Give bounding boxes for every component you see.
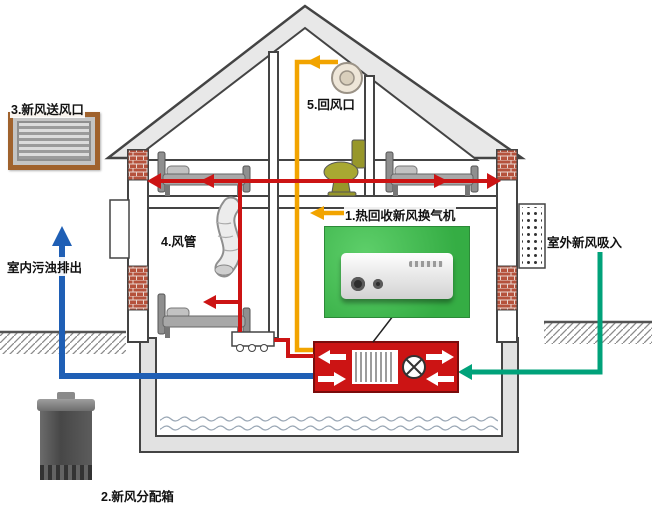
bathroom-partition (364, 75, 375, 197)
label-outdoor-intake: 室外新风吸入 (546, 232, 624, 251)
hrv-unit-image (341, 253, 453, 299)
supply-arrow (203, 295, 216, 309)
hrv-port-icon (373, 279, 383, 289)
return-floor-arrow (310, 206, 324, 220)
return-duct (294, 55, 344, 353)
box-inlet-stub (57, 392, 75, 400)
right-wall (496, 149, 546, 343)
interior-partition (268, 51, 279, 339)
label-duct: 4.风管 (160, 231, 198, 250)
supply-duct (147, 173, 501, 358)
roof (104, 4, 526, 161)
brick-patch (496, 149, 518, 181)
outdoor-intake-grille-icon (518, 203, 546, 269)
basement-water (160, 416, 498, 434)
hrv-vent-slot (409, 261, 443, 267)
label-supply-outlet: 3.新风送风口 (10, 99, 85, 118)
ceiling-vent-icon (331, 62, 363, 94)
flow-arrow-right (318, 372, 346, 386)
vent-grille-icon (17, 121, 91, 161)
supply-arrow (487, 173, 501, 189)
heat-exchanger-core-icon (352, 350, 398, 384)
label-return-outlet: 5.回风口 (306, 94, 356, 113)
flow-arrow-right (426, 350, 454, 364)
supply-vent-photo (8, 112, 100, 170)
box-lid (37, 399, 95, 411)
supply-arrow (434, 174, 448, 188)
box-vents (40, 465, 92, 480)
flow-arrow-left (318, 350, 346, 364)
brick-patch (127, 265, 149, 311)
box-body (40, 411, 92, 465)
exhaust-pipe (52, 226, 318, 379)
wall-ledge (109, 199, 130, 259)
flex-duct-icon (214, 196, 242, 278)
label-indoor-exhaust: 室内污浊排出 (6, 257, 84, 276)
hrv-unit-photo (324, 226, 470, 318)
heat-exchanger-unit (313, 341, 459, 393)
supply-arrow (200, 174, 214, 188)
label-hrv-unit: 1.热回收新风换气机 (344, 205, 457, 224)
intake-pipe (458, 252, 603, 380)
brick-patch (127, 149, 149, 181)
brick-patch (496, 265, 518, 311)
flow-arrow-left (426, 372, 454, 386)
hrv-port-icon (351, 277, 365, 291)
hrv-pointer-line (372, 315, 394, 343)
label-distribution-box: 2.新风分配箱 (100, 486, 175, 505)
intake-arrow (458, 364, 472, 380)
left-wall (109, 149, 149, 343)
return-arrow (306, 55, 320, 69)
distribution-box-photo (37, 392, 95, 482)
fan-icon (402, 355, 426, 379)
supply-arrow (147, 173, 161, 189)
exhaust-arrow (52, 226, 72, 246)
distribution-manifold-icon (231, 331, 275, 352)
